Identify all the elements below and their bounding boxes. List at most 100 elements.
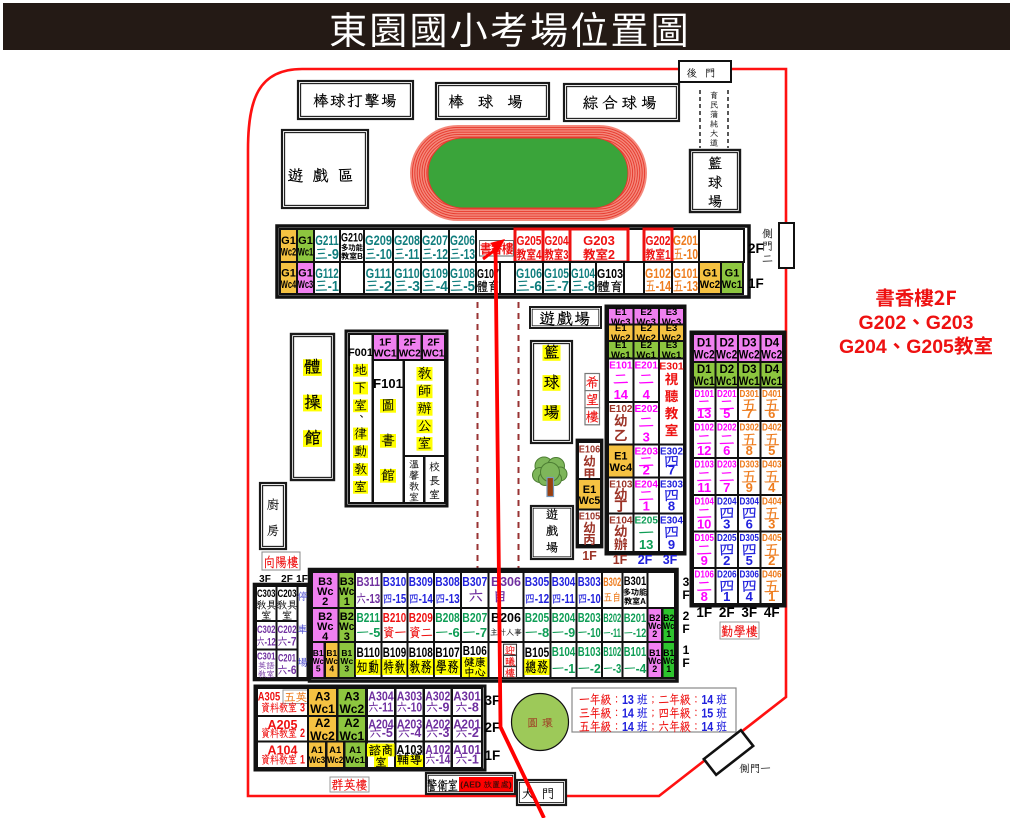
svg-text:4: 4	[746, 589, 754, 604]
svg-text:E105: E105	[579, 511, 601, 523]
svg-text:4: 4	[322, 631, 329, 643]
svg-text:G203: G203	[926, 312, 974, 334]
svg-text:G107: G107	[477, 268, 499, 282]
svg-text:A1: A1	[311, 745, 324, 756]
svg-text:B202: B202	[603, 613, 621, 626]
svg-text:G1: G1	[703, 268, 718, 280]
svg-text:B101: B101	[624, 646, 646, 660]
svg-text:D204: D204	[717, 496, 737, 507]
svg-text:13: 13	[697, 406, 711, 421]
svg-text:E2: E2	[640, 323, 652, 334]
svg-text:-12: -12	[433, 245, 448, 262]
svg-text:2: 2	[768, 553, 775, 568]
svg-text:Wc1: Wc1	[636, 350, 656, 361]
svg-text:3: 3	[683, 575, 690, 589]
svg-text:B2: B2	[318, 611, 332, 623]
svg-text:Wc4: Wc4	[281, 277, 297, 290]
svg-text:B203: B203	[578, 612, 601, 625]
svg-text:Wc1: Wc1	[662, 350, 682, 361]
svg-text:9: 9	[746, 480, 753, 495]
svg-text:Wc2: Wc2	[662, 333, 682, 344]
svg-text:E301: E301	[659, 361, 684, 373]
svg-text:B211: B211	[356, 612, 379, 625]
svg-text:E1: E1	[615, 323, 627, 334]
svg-text:E205: E205	[634, 515, 658, 526]
svg-text:Wc1: Wc1	[611, 350, 631, 361]
svg-text:F: F	[682, 588, 689, 602]
svg-text:3F: 3F	[259, 574, 271, 585]
svg-text:1F: 1F	[696, 605, 712, 620]
svg-text:B307: B307	[462, 576, 487, 589]
svg-text:3: 3	[723, 517, 730, 532]
svg-text:-11: -11	[379, 702, 394, 715]
svg-text:Wc3: Wc3	[298, 277, 313, 290]
svg-text:-9: -9	[328, 245, 340, 262]
svg-text:F101: F101	[373, 376, 403, 391]
svg-text:3: 3	[563, 249, 568, 263]
svg-text:E3: E3	[666, 307, 678, 318]
svg-text:3: 3	[344, 664, 349, 674]
svg-text:1F: 1F	[296, 574, 308, 585]
svg-text:E1: E1	[615, 307, 627, 318]
svg-text:6: 6	[768, 406, 775, 421]
svg-text:A1: A1	[349, 745, 362, 756]
svg-text:2F: 2F	[719, 605, 735, 620]
svg-text:Wc1: Wc1	[761, 376, 782, 389]
svg-text:Wc: Wc	[339, 621, 354, 634]
svg-text:B2: B2	[649, 613, 661, 623]
svg-text:-7: -7	[476, 625, 488, 640]
svg-text:-1: -1	[328, 277, 340, 294]
svg-text:D206: D206	[717, 569, 736, 580]
svg-text:B304: B304	[552, 576, 576, 589]
svg-text:14: 14	[622, 706, 634, 721]
svg-text:A3: A3	[315, 690, 331, 704]
svg-text:D302: D302	[739, 422, 758, 433]
svg-text:Wc3: Wc3	[611, 317, 631, 328]
svg-text:C303: C303	[257, 588, 275, 601]
svg-text:D304: D304	[739, 496, 759, 507]
svg-text:D3: D3	[742, 338, 757, 350]
svg-text:Wc: Wc	[317, 621, 334, 633]
svg-text:C302: C302	[257, 624, 275, 637]
svg-text:Wc: Wc	[317, 586, 334, 598]
svg-text:G1: G1	[281, 235, 296, 247]
svg-text:E204: E204	[634, 479, 658, 490]
svg-text:4F: 4F	[764, 605, 780, 620]
svg-text:Wc1: Wc1	[739, 376, 760, 389]
svg-text:9: 9	[701, 553, 708, 568]
svg-text:D1: D1	[697, 338, 712, 350]
svg-text:1F: 1F	[485, 748, 501, 763]
svg-text:A301: A301	[453, 689, 481, 704]
svg-text:E101: E101	[609, 360, 633, 371]
svg-text:Wc1: Wc1	[716, 376, 737, 389]
svg-text:G205: G205	[517, 234, 542, 248]
svg-text:C202: C202	[278, 624, 297, 637]
svg-text:-10: -10	[587, 593, 601, 607]
svg-text:WC2: WC2	[399, 348, 421, 359]
svg-text:D106: D106	[694, 569, 713, 580]
svg-text:Wc2: Wc2	[716, 349, 737, 362]
svg-text:B103: B103	[578, 646, 601, 659]
svg-text:Wc: Wc	[339, 586, 354, 599]
svg-text:Wc2: Wc2	[611, 333, 631, 344]
svg-text:7: 7	[723, 480, 730, 495]
svg-text:G1: G1	[298, 268, 313, 280]
svg-text:G102: G102	[645, 266, 671, 282]
svg-text:4: 4	[643, 387, 651, 402]
svg-text:F: F	[682, 656, 689, 670]
svg-text:E304: E304	[660, 515, 683, 526]
svg-text:3: 3	[344, 631, 350, 643]
svg-text:B209: B209	[409, 611, 433, 626]
svg-text:-14: -14	[656, 277, 672, 294]
svg-text:G204: G204	[545, 235, 569, 249]
svg-text:G206: G206	[450, 232, 475, 248]
svg-text:5: 5	[723, 406, 730, 421]
svg-text:1: 1	[643, 499, 650, 514]
svg-text:B210: B210	[383, 612, 406, 626]
svg-text:5: 5	[768, 443, 775, 458]
svg-text:D102: D102	[694, 422, 713, 433]
svg-text:-11: -11	[611, 627, 622, 640]
svg-text:2F: 2F	[427, 337, 440, 349]
svg-text:-3: -3	[613, 663, 621, 677]
svg-text:C201: C201	[278, 651, 296, 664]
